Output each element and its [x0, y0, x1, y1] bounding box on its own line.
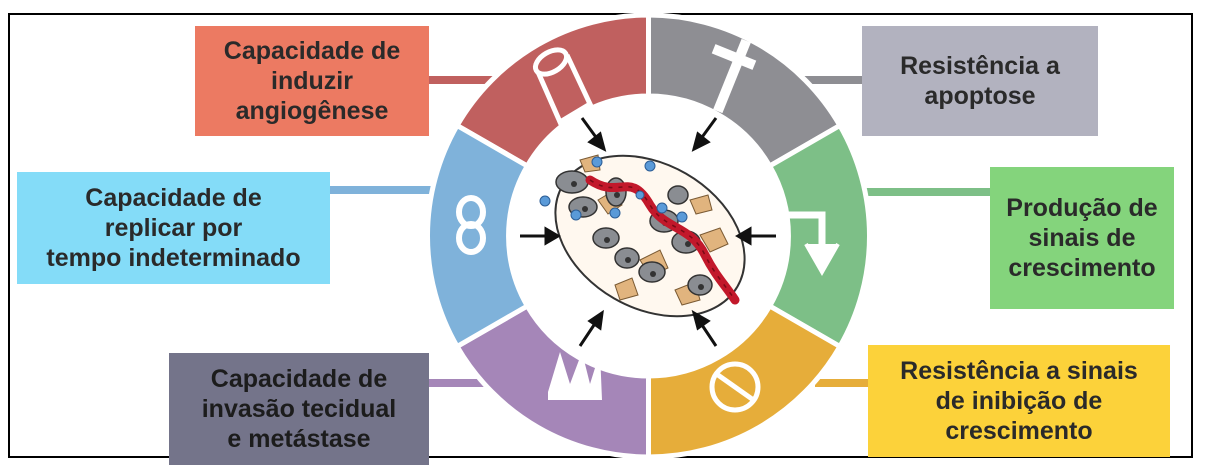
label-growth-inhibition: Resistência a sinais de inibição de cres…	[868, 345, 1170, 457]
infinity-icon	[456, 195, 486, 255]
arrow-icon	[578, 309, 604, 347]
label-replication: Capacidade de replicar por tempo indeter…	[17, 172, 330, 284]
no-entry-icon	[709, 361, 761, 413]
label-angiogenesis: Capacidade de induzir angiogênese	[195, 26, 429, 136]
arrow-icon	[691, 117, 718, 152]
arrow-icon	[735, 226, 776, 246]
cross-icon	[711, 38, 757, 114]
segment-apoptosis	[646, 12, 844, 170]
cylinder-icon	[532, 47, 594, 126]
arrow-icon	[691, 309, 718, 347]
label-apoptosis: Resistência a apoptose	[862, 26, 1098, 136]
segment-replication	[425, 122, 531, 350]
label-invasion: Capacidade de invasão tecidual e metásta…	[169, 353, 429, 465]
label-growth-signals: Produção de sinais de crescimento	[990, 167, 1174, 309]
segment-growth-inhibition	[646, 302, 844, 460]
zigzag-icon	[548, 352, 602, 400]
arrow-icon	[520, 226, 561, 246]
inward-arrows	[520, 117, 776, 347]
diagram-frame	[8, 13, 1193, 458]
bent-arrow-icon	[780, 211, 840, 277]
tumor-icon	[539, 154, 746, 318]
arrow-icon	[580, 117, 607, 152]
ring	[425, 12, 872, 460]
